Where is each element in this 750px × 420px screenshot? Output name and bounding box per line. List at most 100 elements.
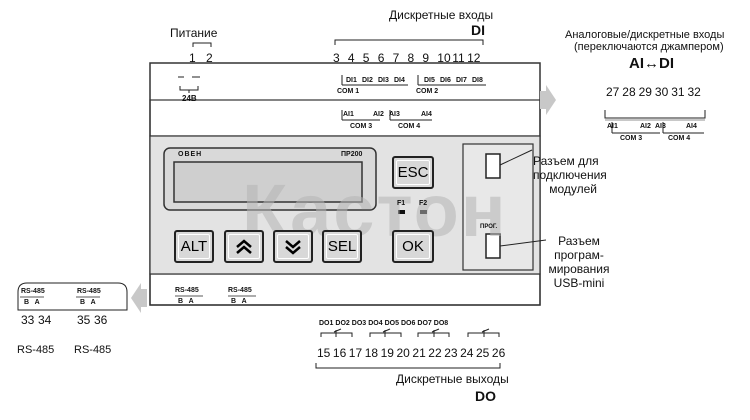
led-f1-label: F1 bbox=[397, 200, 406, 207]
rp-terminal-2: 29 bbox=[638, 85, 652, 99]
do-terminal-11: 26 bbox=[491, 346, 506, 360]
di-label-2: DI2 bbox=[362, 77, 373, 84]
led-f2-label: F2 bbox=[419, 200, 428, 207]
sel-button-label: SEL bbox=[327, 238, 357, 255]
device-rs485-1: RS-485 bbox=[175, 287, 199, 294]
rs485-plug-outline bbox=[17, 282, 128, 311]
ai-label-2: AI2 bbox=[373, 111, 384, 118]
up-button[interactable] bbox=[224, 230, 264, 263]
lp-terminal-36: 36 bbox=[94, 313, 108, 327]
lp-terminal-33: 33 bbox=[21, 313, 35, 327]
do-label-3: DO4 bbox=[368, 320, 383, 327]
lp-rs485-2-ba: B A bbox=[80, 299, 96, 306]
do-label-0: DO1 bbox=[319, 320, 334, 327]
modules-callout-line1: Разъем для bbox=[533, 154, 599, 168]
di-terminal-9: 12 bbox=[467, 51, 481, 65]
di-label-3: DI3 bbox=[378, 77, 389, 84]
ai-label-4: AI4 bbox=[421, 111, 432, 118]
rp-terminal-1: 28 bbox=[622, 85, 636, 99]
di-terminal-8: 11 bbox=[452, 51, 465, 65]
di-label-7: DI7 bbox=[456, 77, 467, 84]
do-label-1: DO2 bbox=[335, 320, 350, 327]
arrow-right bbox=[540, 85, 556, 115]
lp-rs485-1: RS-485 bbox=[21, 288, 45, 295]
rp-com3: COM 3 bbox=[620, 135, 643, 142]
usb-callout: Разъем програм- мирования USB-mini bbox=[547, 234, 611, 290]
do-terminal-3: 18 bbox=[364, 346, 379, 360]
rp-terminal-3: 30 bbox=[654, 85, 669, 99]
di-label-1: DI1 bbox=[346, 77, 357, 84]
di-terminal-6: 9 bbox=[422, 51, 430, 65]
rp-ai-3: AI3 bbox=[655, 123, 666, 130]
lcd-screen bbox=[173, 161, 363, 203]
do-terminal-2: 17 bbox=[348, 346, 363, 360]
do-terminal-9: 24 bbox=[460, 346, 474, 360]
lp-terminal-35: 35 bbox=[77, 313, 91, 327]
do-label-6: DO7 bbox=[417, 320, 432, 327]
ai-di-title-1: Аналоговые/дискретные входы bbox=[565, 29, 725, 41]
di-label-4: DI4 bbox=[394, 77, 405, 84]
modules-connector bbox=[485, 153, 501, 179]
di-label-8: DI8 bbox=[472, 77, 483, 84]
com2-label: COM 2 bbox=[416, 88, 439, 95]
do-bracket bbox=[315, 363, 501, 369]
do-label-2: DO3 bbox=[351, 320, 367, 327]
do-title: Дискретные выходы bbox=[396, 372, 509, 386]
di-terminal-5: 8 bbox=[407, 51, 415, 65]
power-terminal-1: 1 bbox=[189, 51, 196, 65]
di-abbr: DI bbox=[471, 22, 485, 38]
do-terminal-6: 21 bbox=[412, 346, 426, 360]
power-bracket bbox=[192, 42, 212, 47]
lp-caption-2: RS-485 bbox=[74, 344, 112, 356]
esc-button-label: ESC bbox=[397, 164, 429, 181]
rp-ai-1: AI1 bbox=[607, 123, 618, 130]
di-terminal-7: 10 bbox=[437, 51, 451, 65]
ok-button[interactable]: OK bbox=[392, 230, 434, 263]
device-rs485-2-ba: B A bbox=[231, 298, 247, 305]
di-terminal-4: 7 bbox=[392, 51, 400, 65]
di-label-5: DI5 bbox=[424, 77, 435, 84]
di-label-6: DI6 bbox=[440, 77, 451, 84]
do-terminal-0: 15 bbox=[317, 346, 331, 360]
com1-label: COM 1 bbox=[337, 88, 360, 95]
ai-di-abbr: AI↔DI bbox=[629, 55, 674, 72]
do-terminal-7: 22 bbox=[428, 346, 442, 360]
rp-ai-4: AI4 bbox=[686, 123, 697, 130]
prog-label: ПРОГ. bbox=[480, 224, 498, 230]
sel-button[interactable]: SEL bbox=[322, 230, 362, 263]
ai-label-1: AI1 bbox=[343, 111, 354, 118]
do-abbr: DO bbox=[475, 388, 496, 404]
esc-button[interactable]: ESC bbox=[392, 156, 434, 189]
device-rs485-1-ba: B A bbox=[178, 298, 194, 305]
rp-terminal-4: 31 bbox=[671, 85, 685, 99]
di-title: Дискретные входы bbox=[389, 8, 494, 22]
usb-callout-line4: USB-mini bbox=[553, 276, 605, 290]
do-terminal-1: 16 bbox=[332, 346, 347, 360]
power-voltage: 24В bbox=[182, 94, 197, 103]
ai-di-title-2: (переключаются джампером) bbox=[574, 41, 724, 53]
ok-button-label: OK bbox=[402, 238, 424, 255]
do-label-5: DO6 bbox=[401, 320, 416, 327]
arrow-left bbox=[131, 283, 147, 313]
di-bracket bbox=[334, 39, 484, 45]
chevron-down-double-icon bbox=[285, 239, 301, 255]
alt-button-label: ALT bbox=[180, 238, 208, 255]
do-relay-symbols bbox=[320, 328, 500, 337]
down-button[interactable] bbox=[273, 230, 313, 263]
power-terminal-2: 2 bbox=[206, 51, 213, 65]
usb-callout-line bbox=[499, 239, 547, 247]
di-terminal-0: 3 bbox=[333, 51, 340, 65]
alt-button[interactable]: ALT bbox=[174, 230, 214, 263]
led-f1 bbox=[398, 210, 405, 214]
modules-callout-line3: модулей bbox=[549, 182, 597, 196]
rp-com4: COM 4 bbox=[668, 135, 691, 142]
chevron-up-double-icon bbox=[236, 238, 252, 254]
ai-label-3: AI3 bbox=[389, 111, 400, 118]
rp-terminal-5: 32 bbox=[687, 85, 701, 99]
com4-label: COM 4 bbox=[398, 123, 421, 130]
com3-label: COM 3 bbox=[350, 123, 373, 130]
ai-di-panel-bracket bbox=[604, 110, 706, 119]
di-terminal-3: 6 bbox=[377, 51, 385, 65]
model-label: ПР200 bbox=[341, 151, 363, 158]
